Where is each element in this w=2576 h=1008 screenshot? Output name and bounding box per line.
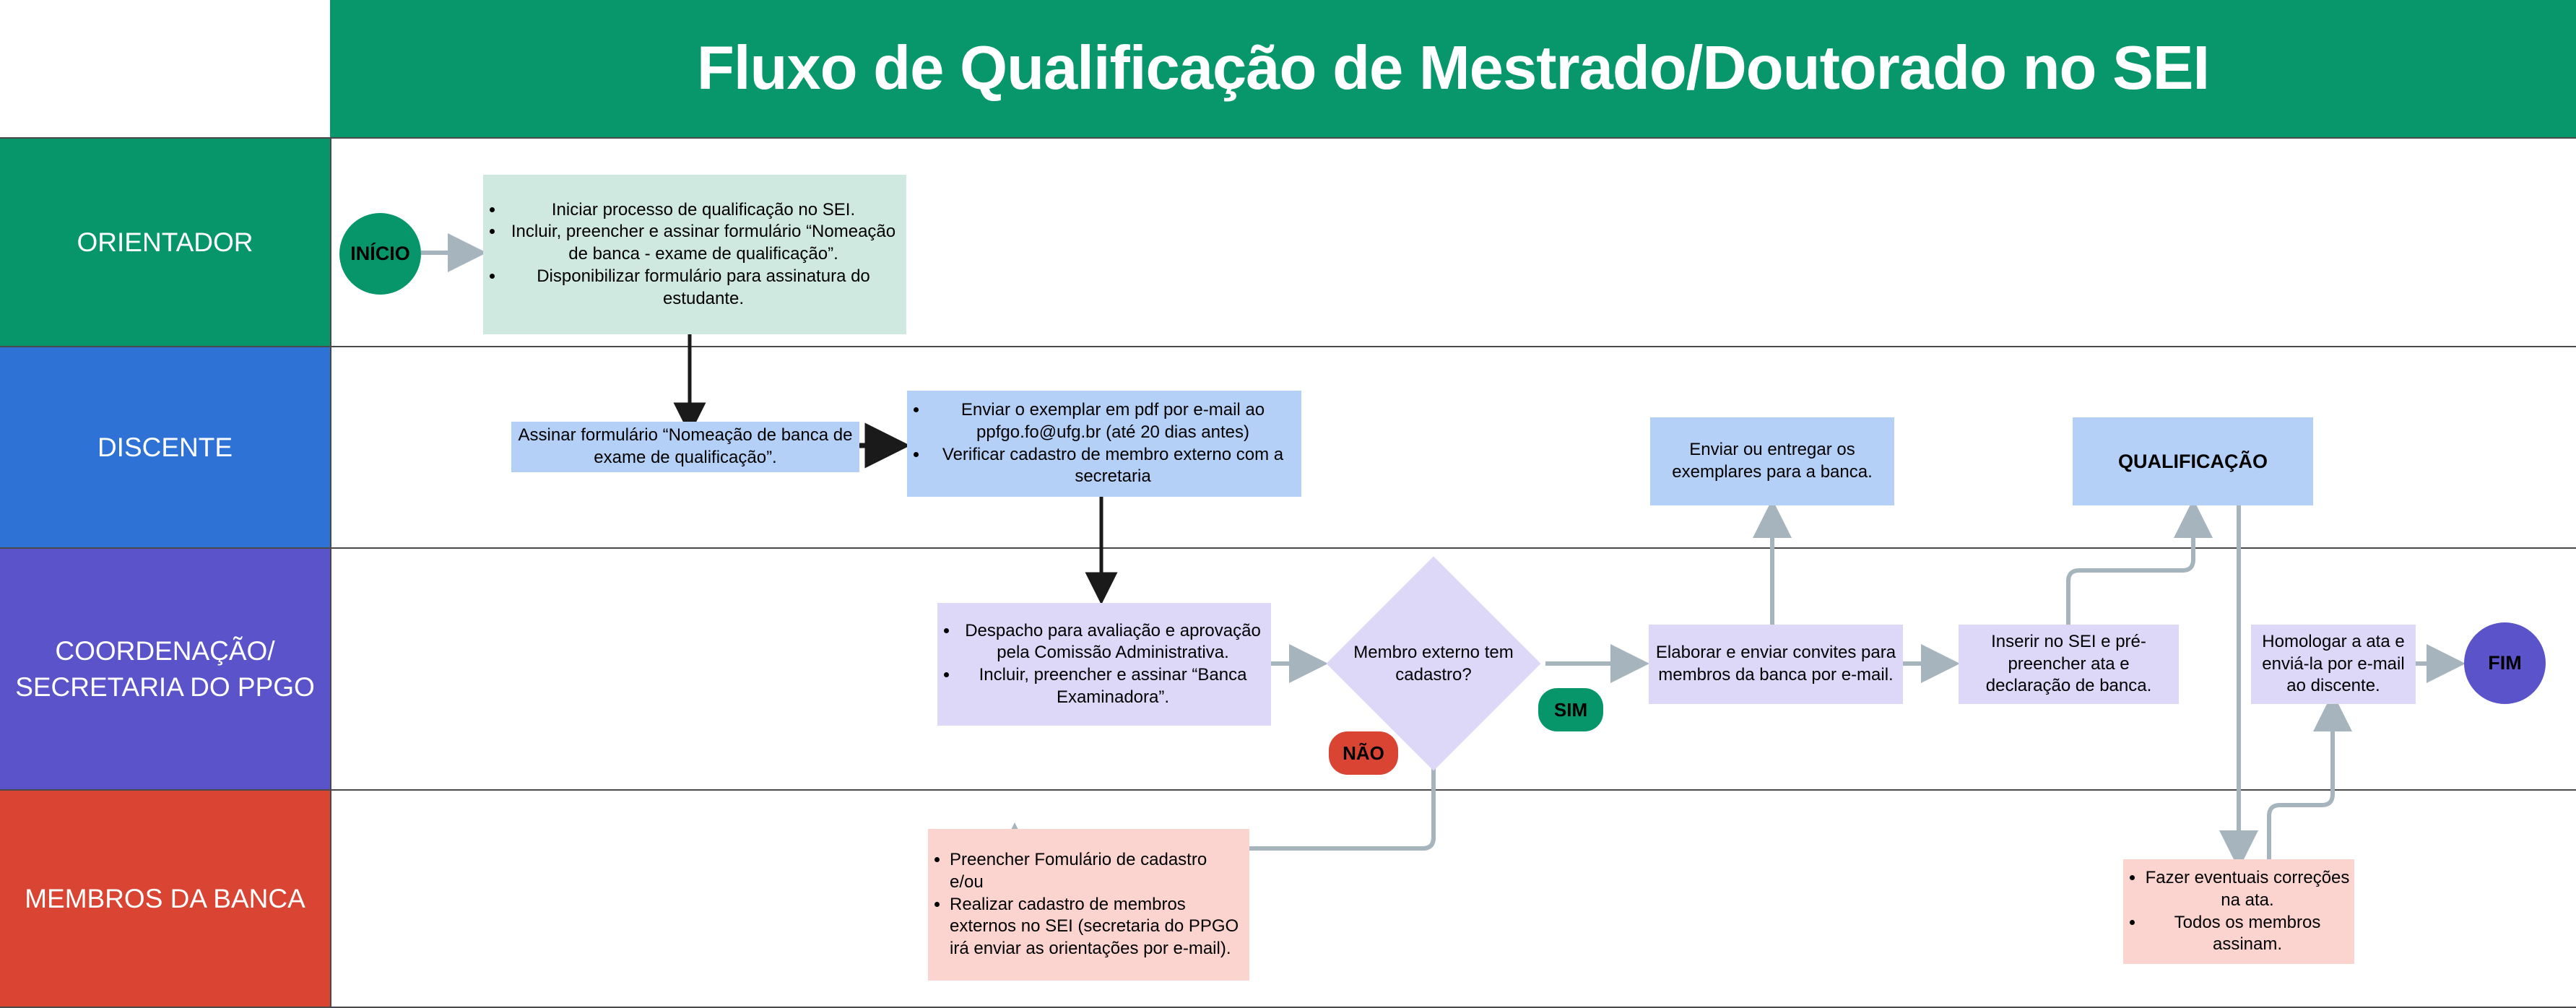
bullet: Enviar o exemplar em pdf por e-mail ao p… [929,399,1297,443]
bullet: Disponibilizar formulário para assinatur… [505,266,902,310]
node-text: Homologar a ata e enviá-la por e-mail ao… [2262,631,2405,696]
lane-body-membros [330,791,2576,1007]
node-coord-convites[interactable]: Elaborar e enviar convites para membros … [1649,625,1903,704]
node-orientador-tasks[interactable]: Iniciar processo de qualificação no SEI.… [483,175,906,334]
node-text: Assinar formulário “Nomeação de banca de… [518,425,853,467]
lane-label-coordenacao: COORDENAÇÃO/ SECRETARIA DO PPGO [0,549,330,789]
yes-label: SIM [1553,698,1588,721]
bullet: Iniciar processo de qualificação no SEI. [505,199,902,222]
node-coord-homologar[interactable]: Homologar a ata e enviá-la por e-mail ao… [2251,625,2416,704]
node-coord-despacho[interactable]: Despacho para avaliação e aprovação pela… [937,603,1271,726]
bullet: Fazer eventuais correções na ata. [2145,867,2350,911]
node-discente-exemplares[interactable]: Enviar ou entregar os exemplares para a … [1650,417,1894,505]
node-membros-correcoes[interactable]: Fazer eventuais correções na ata. Todos … [2123,859,2354,964]
lane-label-discente: DISCENTE [0,347,330,547]
end-node-label: FIM [2488,652,2522,674]
swimlane-orientador: ORIENTADOR [0,137,2576,346]
bullet: Despacho para avaliação e aprovação pela… [959,620,1267,664]
decision-no-pill[interactable]: NÃO [1329,731,1398,775]
swimlane-discente: DISCENTE [0,346,2576,547]
no-label: NÃO [1343,742,1384,764]
lane-label-membros: MEMBROS DA BANCA [0,791,330,1007]
node-discente-enviar[interactable]: Enviar o exemplar em pdf por e-mail ao p… [907,391,1301,497]
lane-body-orientador [330,139,2576,346]
lane-label-orientador: ORIENTADOR [0,139,330,346]
end-node[interactable]: FIM [2464,622,2546,704]
swimlane-coordenacao: COORDENAÇÃO/ SECRETARIA DO PPGO [0,547,2576,789]
bullet: Incluir, preencher e assinar “Banca Exam… [959,664,1267,708]
bullet: Todos os membros assinam. [2145,912,2350,956]
node-discente-assinar[interactable]: Assinar formulário “Nomeação de banca de… [511,422,859,472]
decision-yes-pill[interactable]: SIM [1538,688,1603,731]
page-title: Fluxo de Qualificação de Mestrado/Doutor… [696,34,2210,103]
node-text: Elaborar e enviar convites para membros … [1655,643,1896,685]
bullet: Realizar cadastro de membros externos no… [950,894,1245,960]
node-text: Inserir no SEI e pré-preencher ata e dec… [1985,631,2152,696]
start-node-label: INÍCIO [350,243,410,264]
node-membros-cadastro[interactable]: Preencher Fomulário de cadastro e/ou Rea… [928,829,1249,981]
node-text: Enviar ou entregar os exemplares para a … [1672,440,1873,482]
bullet: Preencher Fomulário de cadastro e/ou [950,849,1245,893]
title-banner: Fluxo de Qualificação de Mestrado/Doutor… [330,0,2576,137]
bullet: Incluir, preencher e assinar formulário … [505,221,902,265]
node-coord-ata[interactable]: Inserir no SEI e pré-preencher ata e dec… [1959,625,2179,704]
node-text: QUALIFICAÇÃO [2118,450,2268,472]
lane-body-coordenacao [330,549,2576,789]
lane-body-discente [330,347,2576,547]
start-node[interactable]: INÍCIO [339,213,421,295]
bullet: Verificar cadastro de membro externo com… [929,444,1297,488]
node-qualificacao[interactable]: QUALIFICAÇÃO [2073,417,2313,505]
